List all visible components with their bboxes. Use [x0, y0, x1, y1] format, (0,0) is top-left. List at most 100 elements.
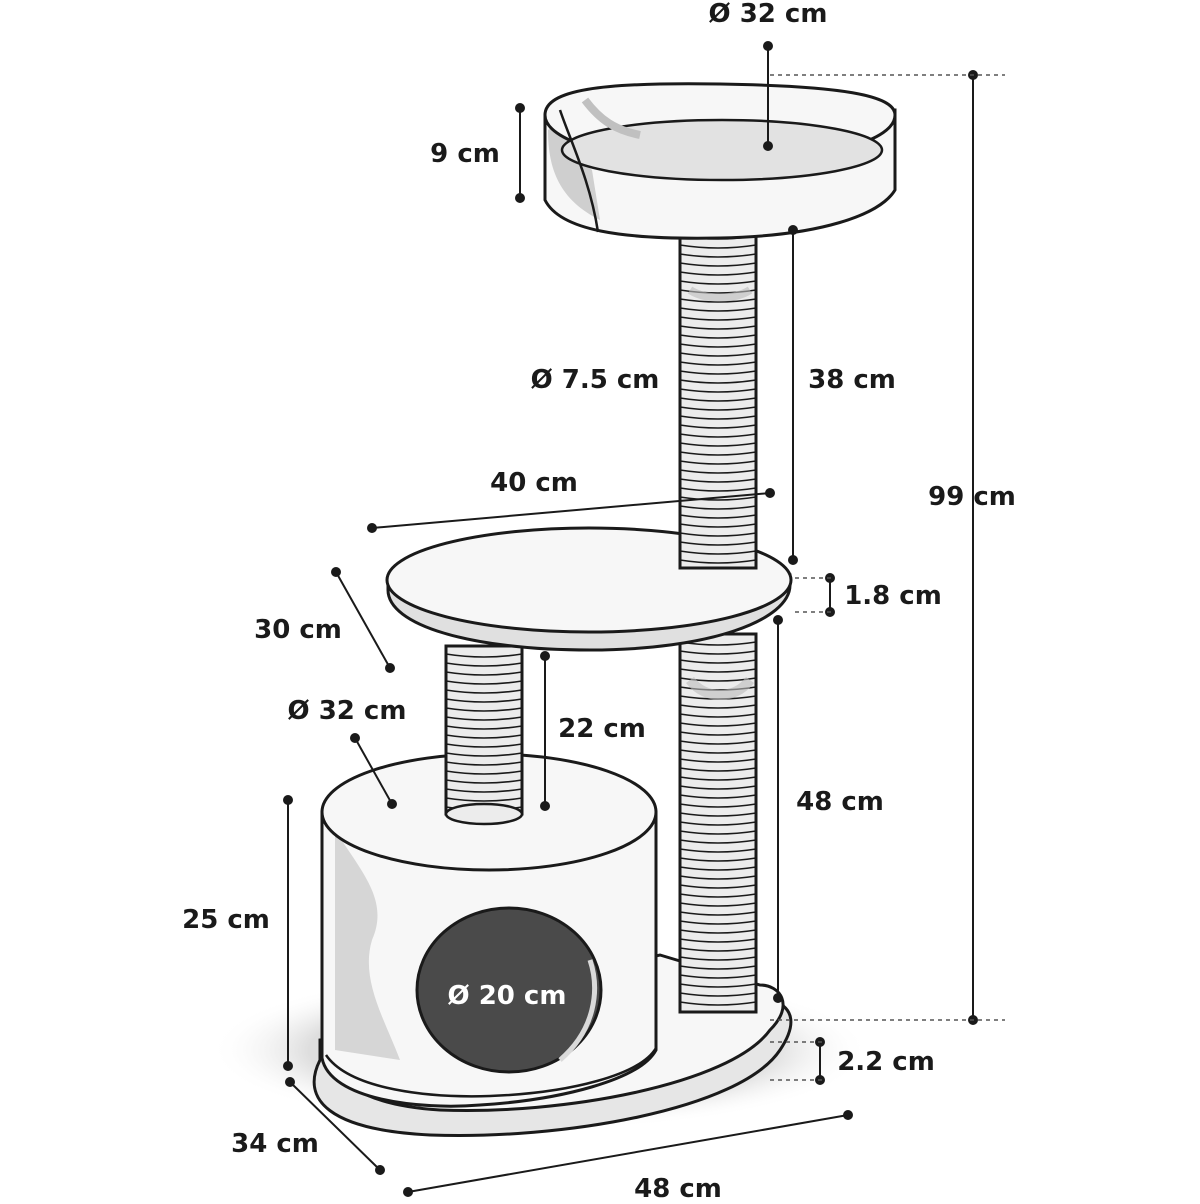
label-long-post-length: 48 cm: [796, 787, 884, 817]
label-upper-post-length: 38 cm: [808, 365, 896, 395]
sisal-ring: [679, 334, 757, 339]
sisal-ring: [679, 677, 757, 682]
sisal-ring: [679, 298, 757, 303]
sisal-ring: [679, 424, 757, 429]
sisal-ring: [679, 767, 757, 772]
label-total-height: 99 cm: [928, 482, 1016, 512]
short-sisal-post: [444, 644, 524, 826]
sisal-ring: [445, 653, 523, 658]
sisal-ring: [679, 839, 757, 844]
sisal-ring: [445, 734, 523, 739]
upper-sisal-post: [678, 226, 758, 570]
sisal-ring: [679, 451, 757, 456]
sisal-ring: [679, 668, 757, 673]
sisal-ring: [679, 893, 757, 898]
sisal-ring: [679, 550, 757, 555]
label-platform-thickness: 1.8 cm: [844, 581, 942, 611]
sisal-ring: [445, 725, 523, 730]
sisal-ring: [679, 974, 757, 979]
sisal-ring: [679, 271, 757, 276]
sisal-ring: [679, 983, 757, 988]
sisal-ring: [445, 680, 523, 685]
sisal-ring: [679, 758, 757, 763]
sisal-ring: [445, 770, 523, 775]
sisal-ring: [445, 752, 523, 757]
sisal-ring: [679, 992, 757, 997]
sisal-ring: [679, 938, 757, 943]
sisal-ring: [679, 469, 757, 474]
sisal-ring: [679, 280, 757, 285]
sisal-ring: [445, 671, 523, 676]
sisal-ring: [679, 659, 757, 664]
sisal-ring: [679, 740, 757, 745]
sisal-ring: [445, 743, 523, 748]
sisal-ring: [679, 866, 757, 871]
sisal-ring: [679, 496, 757, 501]
top-bed: [543, 82, 897, 240]
sisal-ring: [679, 505, 757, 510]
label-base-width: 48 cm: [634, 1174, 722, 1200]
sisal-ring: [679, 911, 757, 916]
sisal-ring: [445, 779, 523, 784]
sisal-ring: [679, 388, 757, 393]
sisal-ring: [679, 244, 757, 249]
sisal-ring: [679, 415, 757, 420]
sisal-ring: [679, 956, 757, 961]
label-top-bed-diameter: Ø 32 cm: [709, 0, 828, 29]
sisal-ring: [445, 707, 523, 712]
sisal-ring: [679, 325, 757, 330]
long-sisal-post: [678, 632, 758, 1014]
sisal-ring: [679, 343, 757, 348]
sisal-ring: [445, 698, 523, 703]
label-short-post-length: 22 cm: [558, 714, 646, 744]
sisal-ring: [679, 262, 757, 267]
sisal-ring: [679, 830, 757, 835]
sisal-ring: [679, 478, 757, 483]
sisal-ring: [679, 884, 757, 889]
sisal-ring: [679, 749, 757, 754]
sisal-ring: [679, 929, 757, 934]
sisal-ring: [679, 460, 757, 465]
sisal-ring: [679, 352, 757, 357]
sisal-ring: [679, 920, 757, 925]
sisal-ring: [445, 761, 523, 766]
sisal-ring: [679, 1001, 757, 1006]
sisal-ring: [679, 902, 757, 907]
label-entrance-diameter: Ø 20 cm: [448, 981, 567, 1011]
label-upper-post-diameter: Ø 7.5 cm: [531, 365, 660, 395]
sisal-ring: [679, 848, 757, 853]
sisal-ring: [679, 316, 757, 321]
sisal-ring: [679, 812, 757, 817]
sisal-ring: [679, 875, 757, 880]
sisal-ring: [679, 947, 757, 952]
cave-entrance: [415, 906, 603, 1074]
label-cave-top-diameter: Ø 32 cm: [288, 696, 407, 726]
sisal-ring: [679, 857, 757, 862]
sisal-ring: [679, 722, 757, 727]
sisal-ring: [445, 689, 523, 694]
sisal-ring: [679, 433, 757, 438]
sisal-ring: [679, 821, 757, 826]
sisal-ring: [445, 662, 523, 667]
sisal-ring: [679, 370, 757, 375]
sisal-ring: [445, 797, 523, 802]
sisal-ring: [679, 965, 757, 970]
sisal-ring: [679, 253, 757, 258]
sisal-ring: [679, 803, 757, 808]
middle-platform: [385, 526, 793, 652]
label-cave-height: 25 cm: [182, 905, 270, 935]
extension-lines: [770, 74, 1005, 1081]
sisal-ring: [679, 559, 757, 564]
sisal-ring: [679, 776, 757, 781]
sisal-ring: [679, 361, 757, 366]
dimension-lines: [283, 41, 978, 1197]
sisal-ring: [679, 397, 757, 402]
sisal-ring: [679, 713, 757, 718]
sisal-ring: [679, 704, 757, 709]
sisal-ring: [679, 794, 757, 799]
sisal-ring: [679, 523, 757, 528]
sisal-ring: [679, 406, 757, 411]
label-top-bed-height: 9 cm: [430, 139, 500, 169]
